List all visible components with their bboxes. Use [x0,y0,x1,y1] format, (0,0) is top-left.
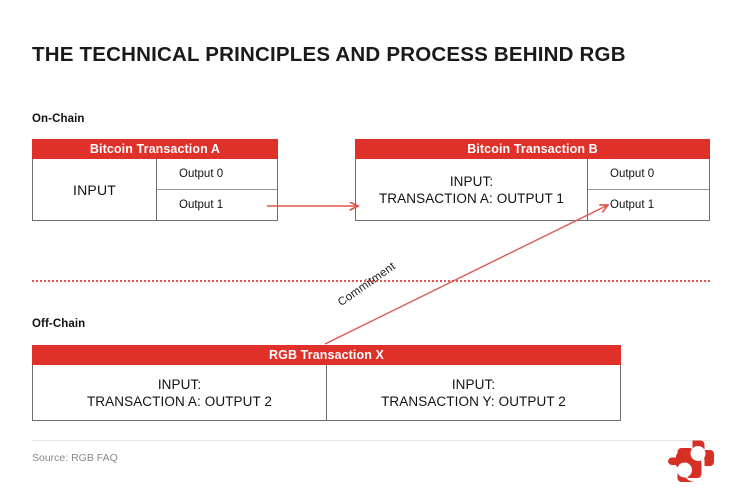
transaction-x-input-left: INPUT: TRANSACTION A: OUTPUT 2 [33,365,327,420]
transaction-b-outputs: Output 0 Output 1 [588,159,709,220]
transaction-b-input-cell: INPUT: TRANSACTION A: OUTPUT 1 [356,159,588,220]
transaction-x-input-left-line-1: INPUT: [157,376,202,392]
transaction-a-header: Bitcoin Transaction A [32,139,278,159]
transaction-x-body: INPUT: TRANSACTION A: OUTPUT 2 INPUT: TR… [32,365,621,421]
transaction-x-input-right-line-2: TRANSACTION Y: OUTPUT 2 [381,393,566,409]
section-label-off-chain: Off-Chain [32,318,86,330]
footer-divider [32,440,710,441]
page-title: THE TECHNICAL PRINCIPLES AND PROCESS BEH… [32,43,626,66]
transaction-a-outputs: Output 0 Output 1 [157,159,277,220]
section-label-on-chain: On-Chain [32,113,85,125]
transaction-b-output-0: Output 0 [588,159,709,190]
transaction-x-input-left-line-2: TRANSACTION A: OUTPUT 2 [86,393,273,409]
transaction-x-input-right: INPUT: TRANSACTION Y: OUTPUT 2 [327,365,620,420]
commitment-annotation-label: Commitment [336,260,398,309]
transaction-x-header: RGB Transaction X [32,345,621,365]
transaction-a-body: INPUT Output 0 Output 1 [32,159,278,221]
rgb-transaction-x-box: RGB Transaction X INPUT: TRANSACTION A: … [32,345,621,421]
transaction-x-input-right-line-1: INPUT: [451,376,496,392]
transaction-a-input-cell: INPUT [33,159,157,220]
transaction-b-output-1: Output 1 [610,199,655,211]
transaction-a-output-1: Output 1 [179,199,224,211]
transaction-b-body: INPUT: TRANSACTION A: OUTPUT 1 Output 0 … [355,159,710,221]
transaction-a-output-0: Output 0 [157,159,277,190]
bitcoin-transaction-a-box: Bitcoin Transaction A INPUT Output 0 Out… [32,139,278,221]
transaction-b-input-line-2: TRANSACTION A: OUTPUT 1 [378,190,565,206]
arrow-commitment-to-b-output1 [324,205,608,345]
red-abstract-mark-logo [668,440,714,482]
source-note: Source: RGB FAQ [32,452,118,464]
transaction-b-input-line-1: INPUT: [449,173,494,189]
bitcoin-transaction-b-box: Bitcoin Transaction B INPUT: TRANSACTION… [355,139,710,221]
transaction-b-header: Bitcoin Transaction B [355,139,710,159]
